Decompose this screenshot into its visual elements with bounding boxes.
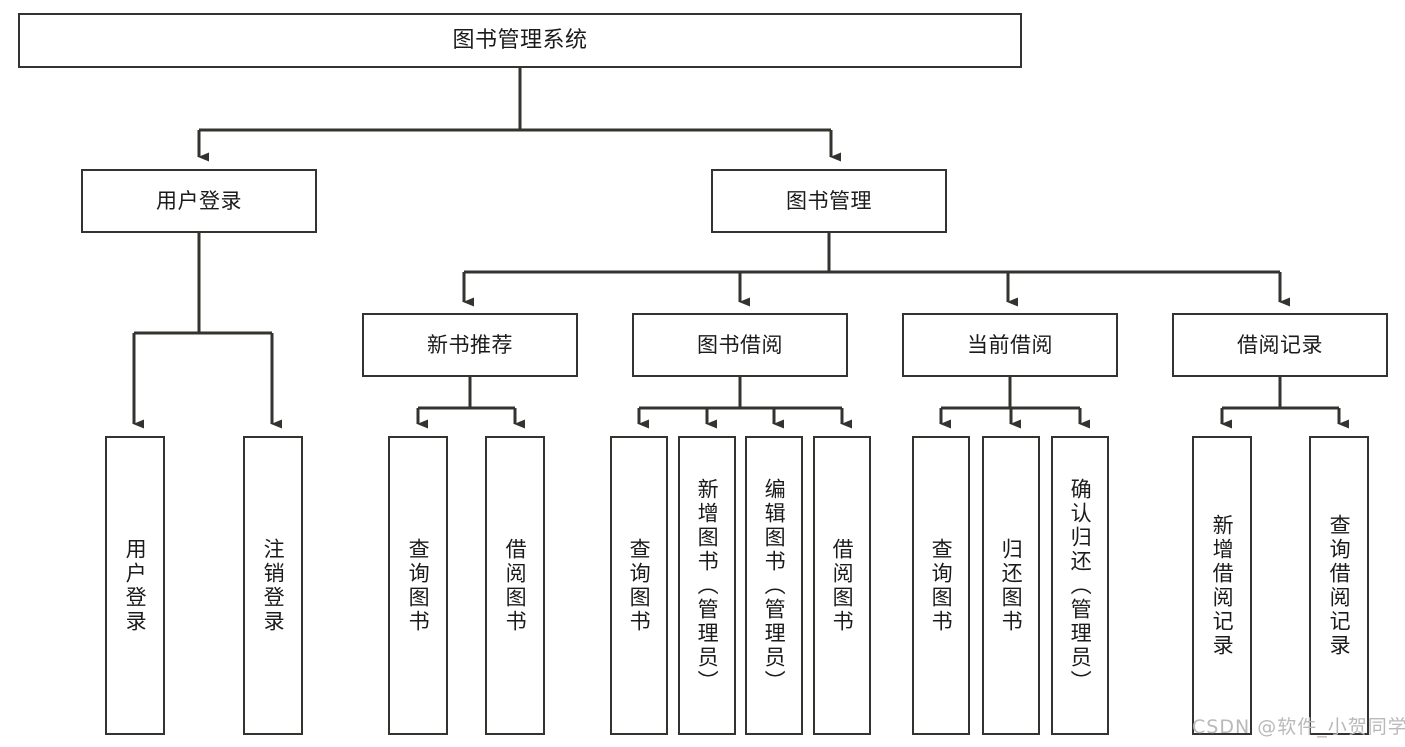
leaf-label: 借阅图书: [830, 537, 855, 634]
node-root-system[interactable]: 图书管理系统: [18, 13, 1022, 68]
leaf-label: 查询图书: [627, 537, 652, 634]
node-leaf-borrow-book[interactable]: 借阅图书: [813, 436, 871, 735]
node-leaf-query-book-recommend[interactable]: 查询图书: [388, 436, 448, 735]
node-leaf-user-logout[interactable]: 注销登录: [243, 436, 303, 735]
node-leaf-query-book[interactable]: 查询图书: [610, 436, 668, 735]
node-leaf-query-borrow-record[interactable]: 查询借阅记录: [1309, 436, 1369, 735]
node-leaf-confirm-return-admin[interactable]: 确认归还（管理员）: [1051, 436, 1109, 735]
node-user-login[interactable]: 用户登录: [81, 169, 317, 233]
node-borrow-record[interactable]: 借阅记录: [1172, 313, 1388, 377]
leaf-label: 注销登录: [261, 537, 286, 634]
node-leaf-return-book[interactable]: 归还图书: [982, 436, 1040, 735]
leaf-label: 新增图书（管理员）: [695, 477, 720, 694]
leaf-label: 确认归还（管理员）: [1068, 477, 1093, 694]
node-book-borrow[interactable]: 图书借阅: [632, 313, 848, 377]
leaf-label: 用户登录: [123, 537, 148, 634]
leaf-label: 借阅图书: [503, 537, 528, 634]
leaf-label: 查询图书: [406, 537, 431, 634]
node-leaf-edit-book-admin[interactable]: 编辑图书（管理员）: [745, 436, 803, 735]
leaf-label: 查询图书: [929, 537, 954, 634]
node-leaf-query-book-current[interactable]: 查询图书: [912, 436, 970, 735]
node-leaf-add-borrow-record[interactable]: 新增借阅记录: [1192, 436, 1252, 735]
node-current-borrow[interactable]: 当前借阅: [902, 313, 1118, 377]
node-leaf-add-book-admin[interactable]: 新增图书（管理员）: [678, 436, 736, 735]
leaf-label: 归还图书: [999, 537, 1024, 634]
node-leaf-user-login[interactable]: 用户登录: [105, 436, 165, 735]
node-book-management[interactable]: 图书管理: [711, 169, 947, 233]
node-leaf-borrow-book-recommend[interactable]: 借阅图书: [485, 436, 545, 735]
leaf-label: 编辑图书（管理员）: [762, 477, 787, 694]
node-new-book-recommend[interactable]: 新书推荐: [362, 313, 578, 377]
leaf-label: 新增借阅记录: [1210, 513, 1235, 658]
leaf-label: 查询借阅记录: [1327, 513, 1352, 658]
